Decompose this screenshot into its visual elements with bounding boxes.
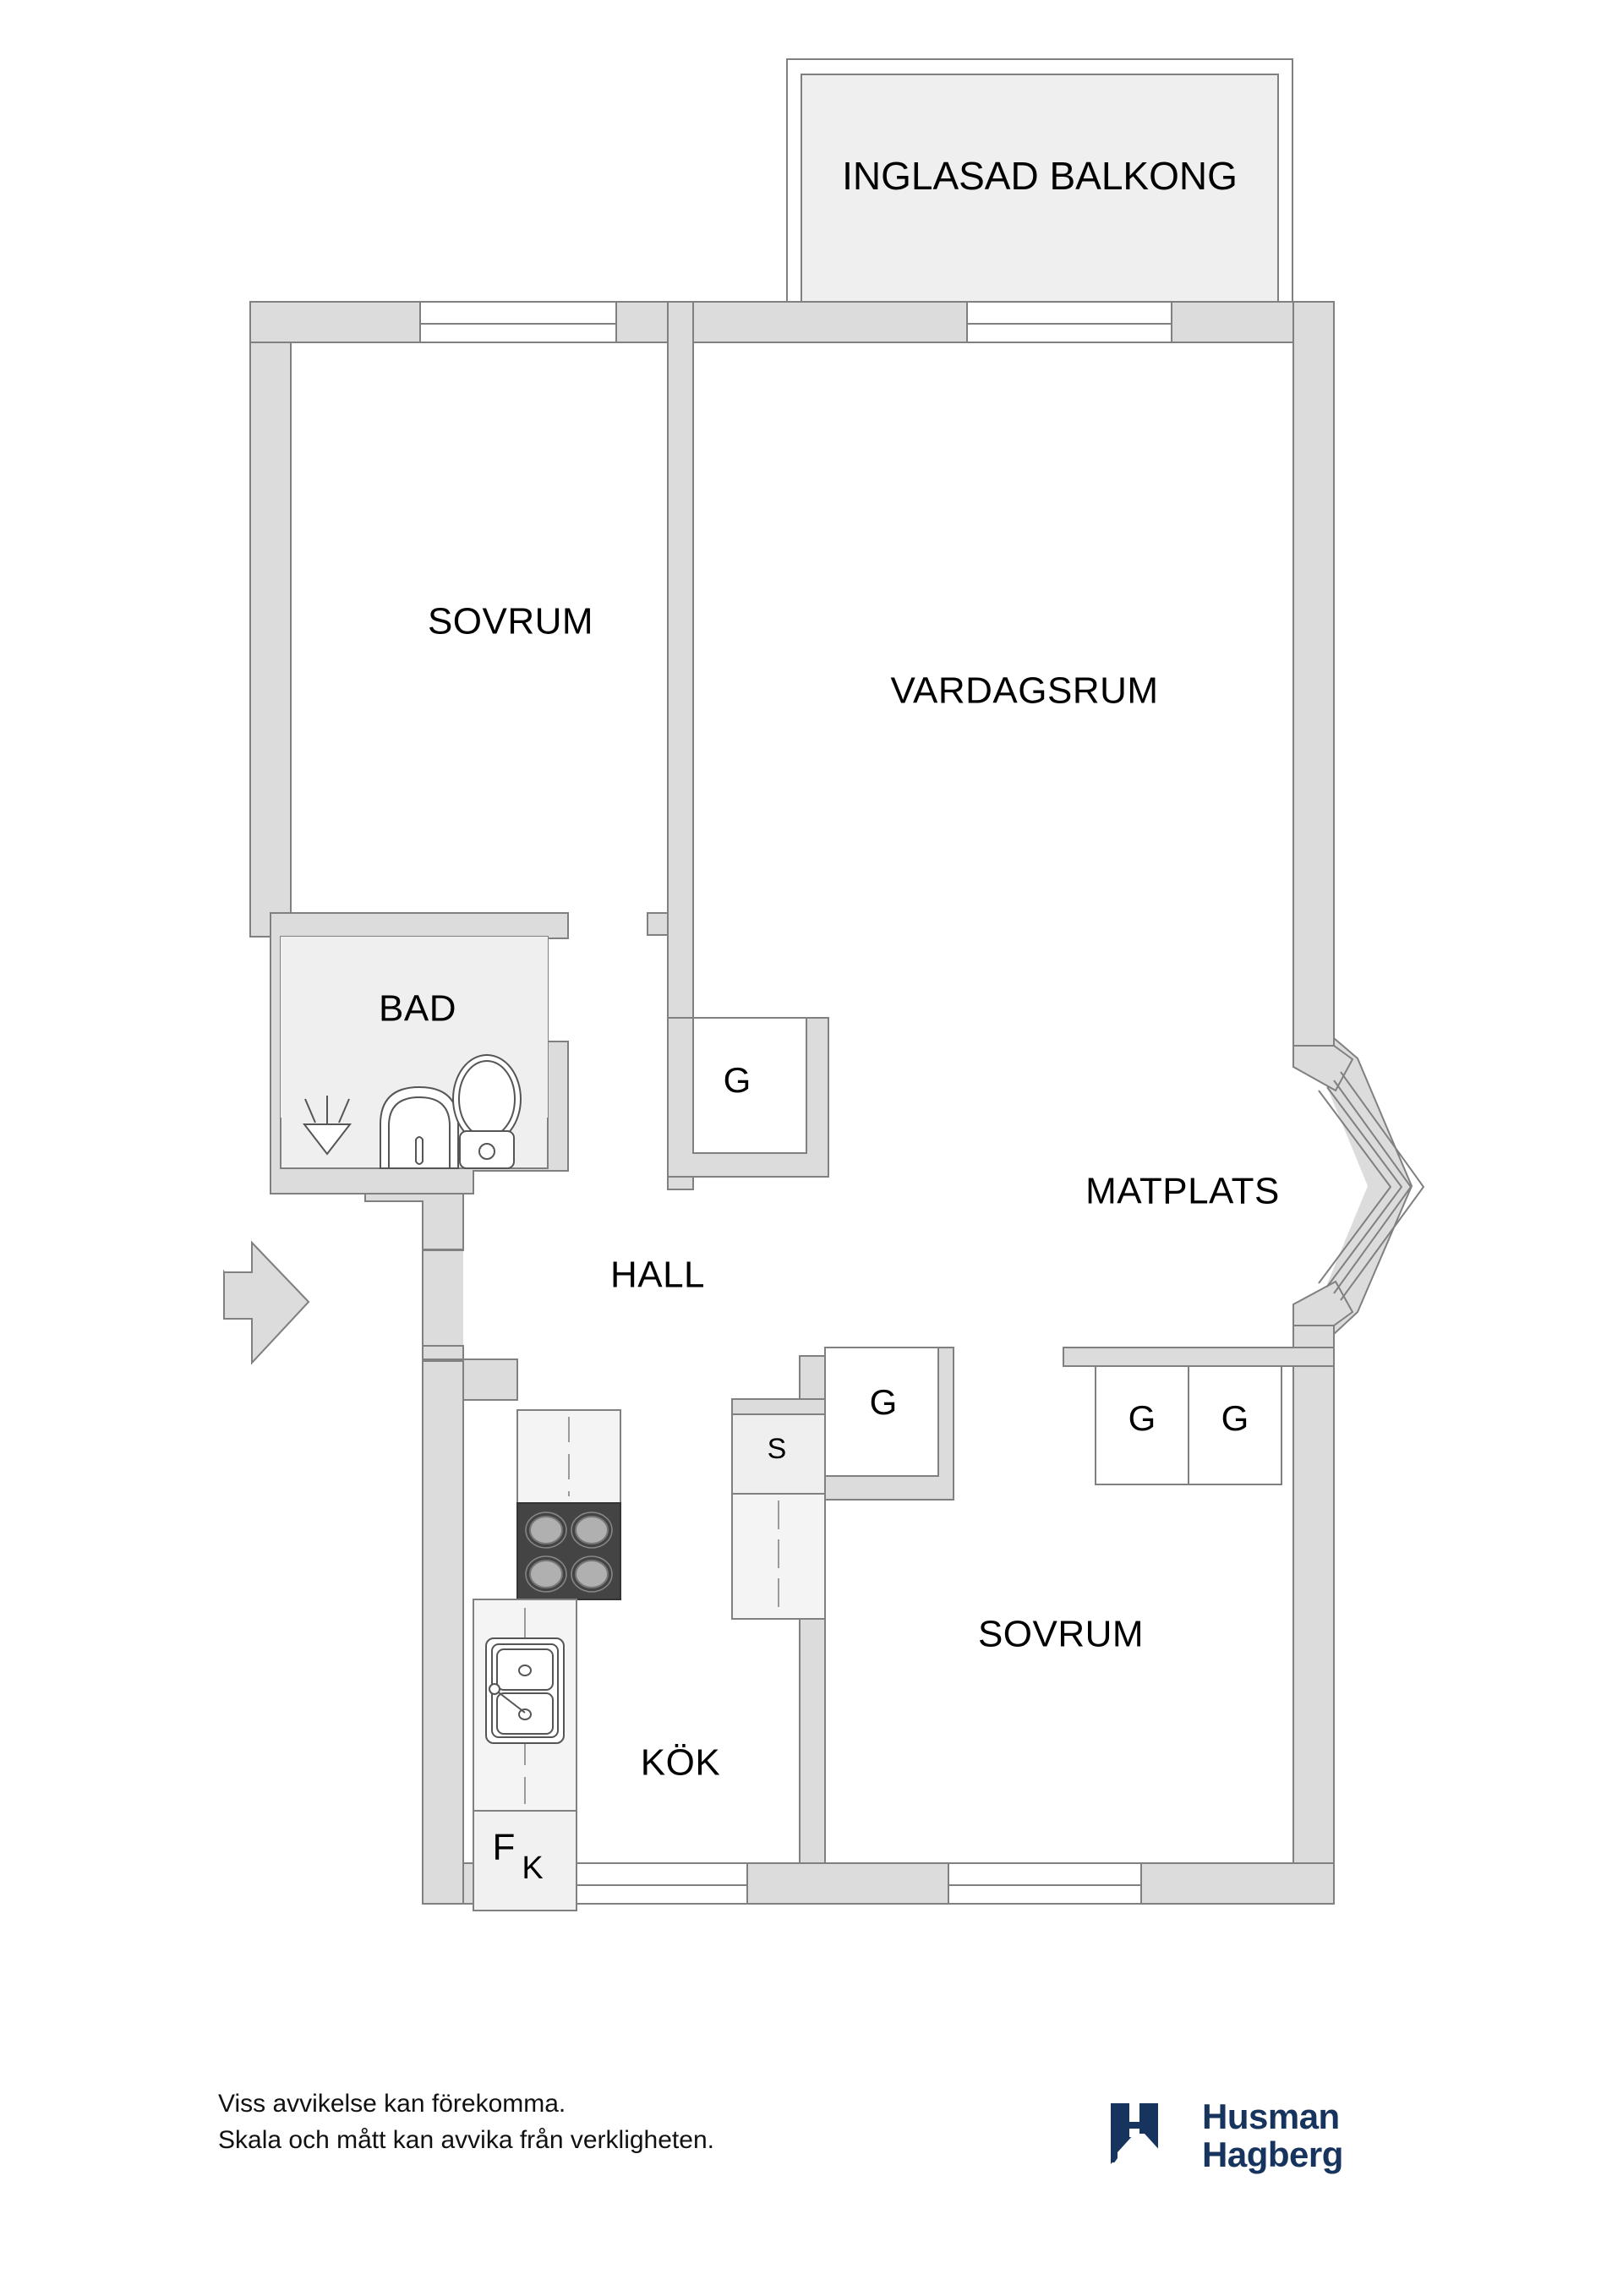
wardrobe-bedroom2-left-label: G [1128, 1398, 1156, 1438]
brand-wordmark: Husman Hagberg [1202, 2096, 1343, 2174]
bay-glass-mid [1333, 1080, 1413, 1294]
brand-line-2: Hagberg [1202, 2135, 1343, 2174]
bathroom-label: BAD [379, 988, 456, 1030]
fridge-label: F [493, 1827, 516, 1868]
disclaimer-line-2: Skala och mått kan avvika från verklighe… [218, 2125, 714, 2154]
balcony-group: INGLASAD BALKONG [786, 58, 1293, 309]
bedroom2-label: SOVRUM [978, 1614, 1144, 1655]
bedroom2-wardrobes: G G [1063, 1347, 1335, 1485]
wardrobe-hall-upper-group: G [667, 1017, 829, 1178]
storage-s-header [731, 1398, 826, 1415]
hall-label: HALL [610, 1255, 705, 1296]
balcony-label: INGLASAD BALKONG [842, 154, 1238, 198]
wardrobe-hall-lower-label: G [870, 1382, 898, 1422]
wardrobe-bedroom2-right-box [1188, 1365, 1282, 1485]
wardrobe-hall-lower-inner [824, 1347, 939, 1477]
storage-s-box [731, 1413, 826, 1495]
kitchen-group: F K [473, 1409, 621, 1911]
kitchen-label: KÖK [641, 1742, 720, 1784]
toilet-icon [452, 1054, 522, 1169]
stove-icon [516, 1502, 621, 1600]
washbasin-icon [380, 1085, 459, 1169]
bay-window-group [1292, 1045, 1425, 1326]
bathroom-group: BAD [270, 912, 569, 1194]
entrance-arrow-icon [223, 1240, 310, 1365]
floor-drain-icon [302, 1096, 352, 1156]
wall-right-upper [1292, 301, 1335, 1047]
disclaimer-block: Viss avvikelse kan förekomma. Skala och … [218, 2086, 714, 2158]
fridge-freezer-box [473, 1810, 577, 1911]
bay-glass-outer [1340, 1071, 1425, 1301]
wardrobe-bedroom2-right-label: G [1221, 1398, 1249, 1438]
partition-nib [647, 912, 669, 936]
livingroom-label: VARDAGSRUM [890, 670, 1158, 712]
dining-label: MATPLATS [1085, 1171, 1280, 1212]
brand-logo: Husman Hagberg [1106, 2096, 1343, 2174]
wardrobe-bedroom2-header [1063, 1347, 1335, 1367]
window-bedroom1-top [419, 301, 617, 343]
partitions-group: BAD [270, 301, 1335, 1911]
bay-glass-inner [1326, 1086, 1403, 1287]
bedroom1-label: SOVRUM [428, 601, 593, 642]
storage-s-label: S [768, 1433, 787, 1465]
room-labels-group: SOVRUM VARDAGSRUM MATPLATS HALL SOVRUM K… [428, 601, 1280, 1784]
bay-corner-top [1292, 1045, 1354, 1092]
window-bedroom2-bottom [948, 1862, 1142, 1905]
brand-line-1: Husman [1202, 2096, 1340, 2136]
windows-group [419, 301, 1172, 1905]
window-kitchen-bottom [550, 1862, 748, 1905]
wardrobe-hall-upper-label: G [724, 1060, 751, 1100]
bay-glass-inner2 [1318, 1090, 1392, 1284]
wall-left-upper [249, 301, 292, 938]
wall-left-lower [422, 1358, 464, 1905]
hall-lower-fixtures: G S [731, 1347, 954, 1864]
wall-kitchen-step [422, 1345, 518, 1401]
window-livingroom-top [966, 301, 1172, 343]
husman-hagberg-mark-icon [1111, 2103, 1161, 2174]
freezer-label: K [522, 1850, 543, 1886]
wardrobe-hall-upper-inner [692, 1017, 807, 1154]
balcony-floor [801, 74, 1279, 309]
disclaimer-line-1: Viss avvikelse kan förekomma. [218, 2090, 566, 2118]
wall-right-lower [1292, 1325, 1335, 1905]
sink-icon [485, 1637, 565, 1744]
